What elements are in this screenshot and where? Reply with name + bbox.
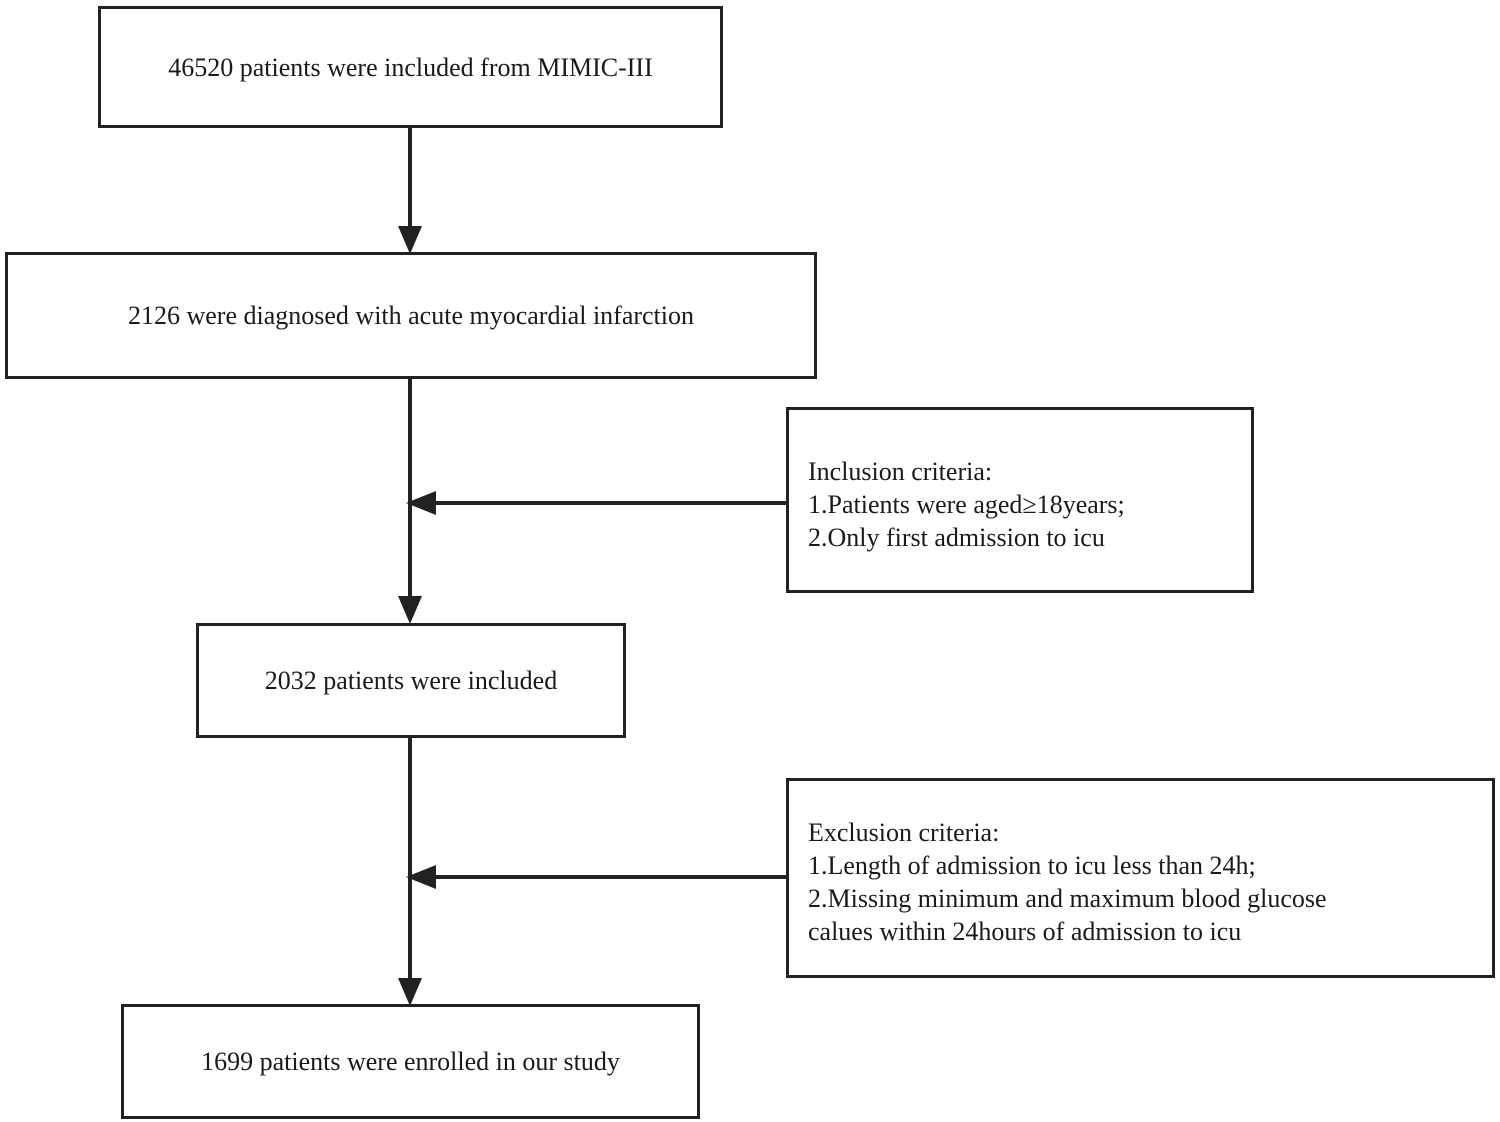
arrowhead-step4 bbox=[398, 978, 422, 1006]
step-text-4: 1699 patients were enrolled in our study bbox=[201, 1047, 620, 1076]
step-box-2: 2126 were diagnosed with acute myocardia… bbox=[5, 252, 817, 379]
inclusion-item-1: 1.Patients were aged≥18years; bbox=[808, 490, 1125, 519]
inclusion-title: Inclusion criteria: bbox=[808, 457, 993, 486]
exclusion-item-1: 1.Length of admission to icu less than 2… bbox=[808, 851, 1256, 880]
exclusion-title: Exclusion criteria: bbox=[808, 818, 1000, 847]
exclusion-item-2: 2.Missing minimum and maximum blood gluc… bbox=[808, 884, 1327, 913]
arrowhead-inclusion bbox=[406, 491, 436, 515]
step-text-1: 46520 patients were included from MIMIC-… bbox=[168, 52, 653, 82]
step-box-3: 2032 patients were included bbox=[196, 623, 626, 738]
step-text-3: 2032 patients were included bbox=[264, 666, 558, 695]
arrowhead-exclusion bbox=[406, 865, 436, 889]
exclusion-item-3: calues within 24hours of admission to ic… bbox=[808, 917, 1242, 946]
step-box-1: 46520 patients were included from MIMIC-… bbox=[98, 6, 723, 128]
arrowhead-step3 bbox=[398, 596, 422, 624]
step-box-4: 1699 patients were enrolled in our study bbox=[121, 1004, 700, 1119]
inclusion-criteria-box: Inclusion criteria: 1.Patients were aged… bbox=[786, 407, 1254, 593]
exclusion-criteria-box: Exclusion criteria: 1.Length of admissio… bbox=[786, 778, 1495, 978]
inclusion-item-2: 2.Only first admission to icu bbox=[808, 523, 1105, 552]
arrowhead-step2 bbox=[398, 226, 422, 254]
step-text-2: 2126 were diagnosed with acute myocardia… bbox=[127, 301, 695, 330]
